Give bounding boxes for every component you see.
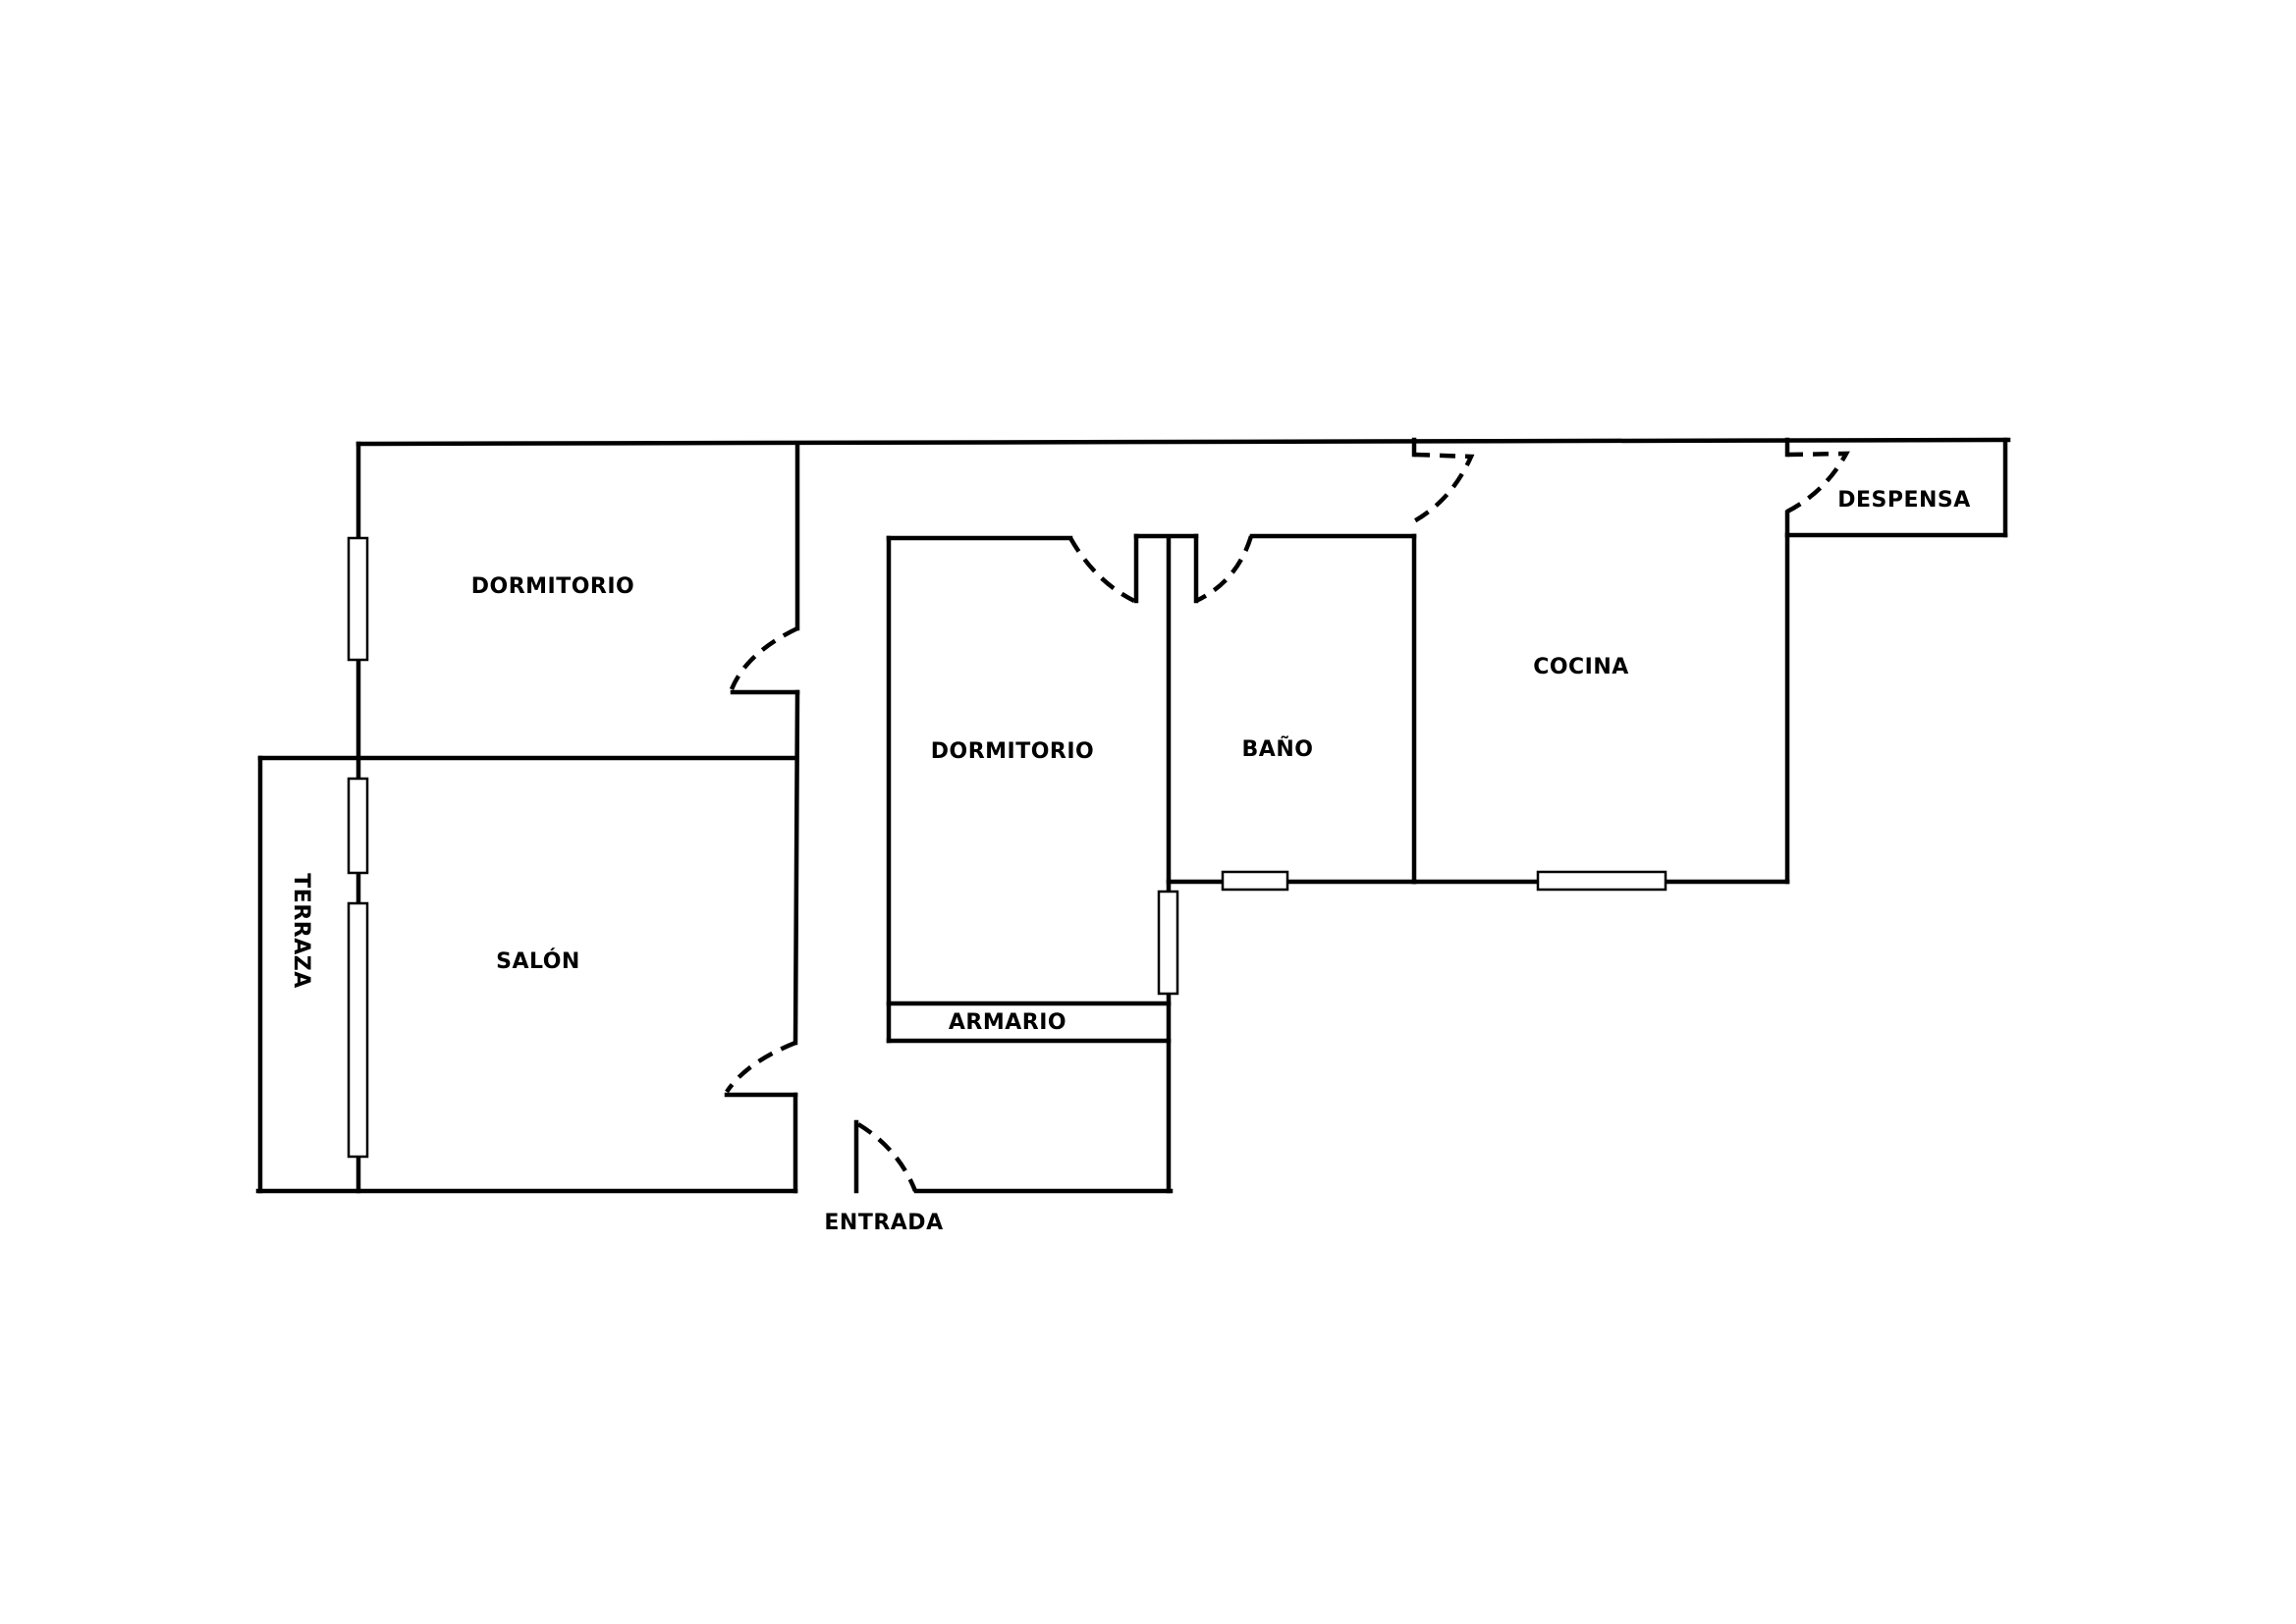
window-dormitorio-1 <box>347 536 369 662</box>
label-despensa: DESPENSA <box>1837 488 1971 513</box>
door-dormitorio-2 <box>1068 536 1136 604</box>
window-bano <box>1221 870 1289 892</box>
window-salon <box>347 901 369 1159</box>
door-bano <box>1195 535 1254 604</box>
window-terraza-upper <box>347 777 369 875</box>
wall-corridor-left-mid <box>793 689 800 1046</box>
label-armario: ARMARIO <box>949 1010 1066 1035</box>
door-despensa <box>1783 451 1850 515</box>
label-terraza: TERRAZA <box>289 873 313 988</box>
window-cocina <box>1536 870 1667 892</box>
door-entrada <box>856 1122 918 1192</box>
door-dormitorio-1 <box>729 625 798 690</box>
label-cocina: COCINA <box>1533 655 1629 679</box>
windows <box>347 536 1667 1159</box>
label-dormitorio-1: DORMITORIO <box>471 574 635 599</box>
label-dormitorio-2: DORMITORIO <box>931 739 1095 764</box>
window-dormitorio-2 <box>1157 890 1179 996</box>
doors <box>725 451 1850 1192</box>
wall-top <box>355 437 2011 447</box>
label-bano: BAÑO <box>1242 736 1314 762</box>
label-salon: SALÓN <box>496 948 580 974</box>
door-salon <box>725 1040 796 1094</box>
label-entrada: ENTRADA <box>824 1211 943 1235</box>
walls <box>255 437 2011 1194</box>
door-cocina <box>1410 452 1475 524</box>
room-labels: DORMITORIO DORMITORIO BAÑO COCINA DESPEN… <box>289 488 1971 1235</box>
